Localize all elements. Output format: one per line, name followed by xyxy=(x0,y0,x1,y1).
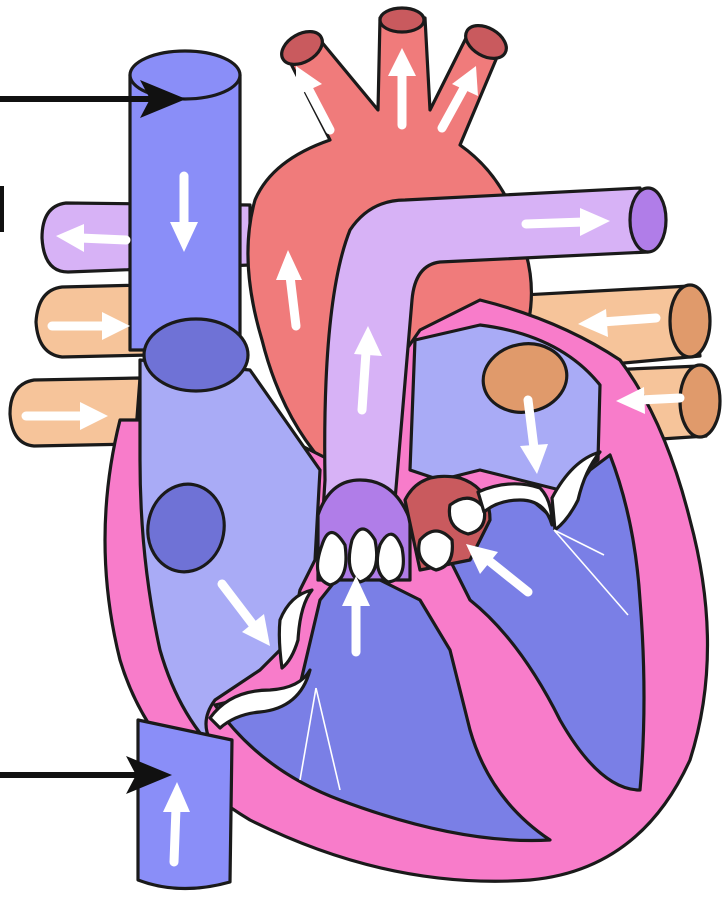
pulmonary-valve xyxy=(318,480,411,585)
label-fragment xyxy=(0,186,4,232)
pulmonary-trunk-end xyxy=(630,188,666,252)
